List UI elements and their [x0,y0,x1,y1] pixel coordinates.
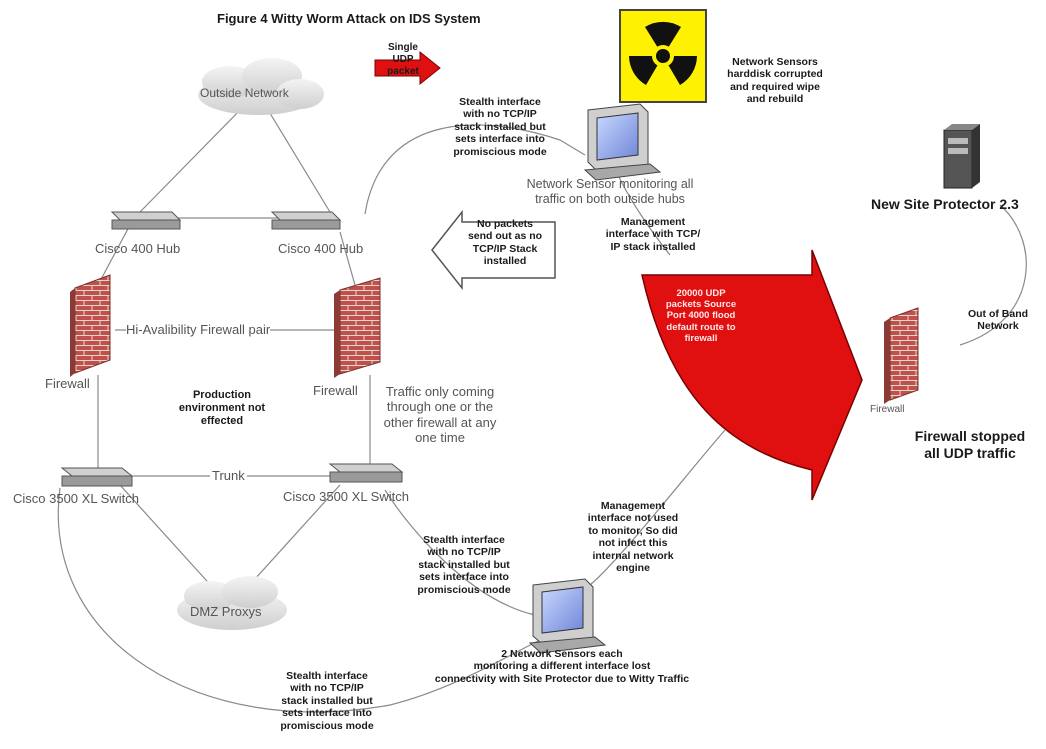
switch-left-label: Cisco 3500 XL Switch [13,491,139,506]
hi-availability-label: Hi-Avalibility Firewall pair [126,322,271,338]
hub-right-label: Cisco 400 Hub [278,241,364,256]
production-label: Production environment not effected [178,389,266,427]
cloud-icon [177,576,287,630]
udp-packet-label: Single UDP packet [387,42,419,77]
sensor-corrupted-label: Network Sensors harddisk corrupted and r… [727,56,823,106]
hub-icon [270,211,342,230]
sensor-top-caption: Network Sensor monitoring all traffic on… [526,177,694,206]
flood-arrow-label: 20000 UDP packets Source Port 4000 flood… [665,288,737,344]
out-of-band-label: Out of Band Network [967,308,1029,333]
stealth-bottom-label: Stealth interface with no TCP/IP stack i… [280,670,374,732]
traffic-only-label: Traffic only coming through one or the o… [383,384,497,445]
firewall-small-label: Firewall [870,404,905,415]
hub-icon [110,211,182,230]
site-protector-label: New Site Protector 2.3 [871,196,1019,212]
connections [57,104,1027,713]
dmz-label: DMZ Proxys [190,604,262,619]
cloud-icon [198,58,324,115]
hub-left-label: Cisco 400 Hub [95,241,181,256]
server-icon [943,124,980,189]
firewall-icon [884,307,919,404]
two-sensors-label: 2 Network Sensors each monitoring a diff… [434,648,690,685]
diagram-title: Figure 4 Witty Worm Attack on IDS System [217,11,481,26]
firewall-right-label: Firewall [313,383,358,398]
management-top-label: Management interface with TCP/ IP stack … [605,216,701,253]
hub-icon [60,467,134,487]
outside-network-label: Outside Network [200,86,289,100]
radiation-icon [619,9,707,103]
udp-packet-arrow [374,50,441,86]
firewall-stopped-label: Firewall stopped all UDP traffic [914,428,1026,461]
firewall-icon [334,277,381,378]
firewall-left-label: Firewall [45,376,90,391]
firewall-icon [70,274,111,377]
computer-icon [583,103,662,181]
management-bottom-label: Management interface not used to monitor… [587,500,679,574]
computer-icon [528,578,607,654]
no-packets-arrow [431,209,556,291]
trunk-label: Trunk [210,468,247,484]
stealth-top-label: Stealth interface with no TCP/IP stack i… [453,96,547,158]
hub-icon [328,463,404,483]
switch-right-label: Cisco 3500 XL Switch [283,489,409,504]
flood-arrow [641,249,863,501]
stealth-mid-label: Stealth interface with no TCP/IP stack i… [417,534,511,596]
no-packets-label: No packets send out as no TCP/IP Stack i… [467,218,543,268]
